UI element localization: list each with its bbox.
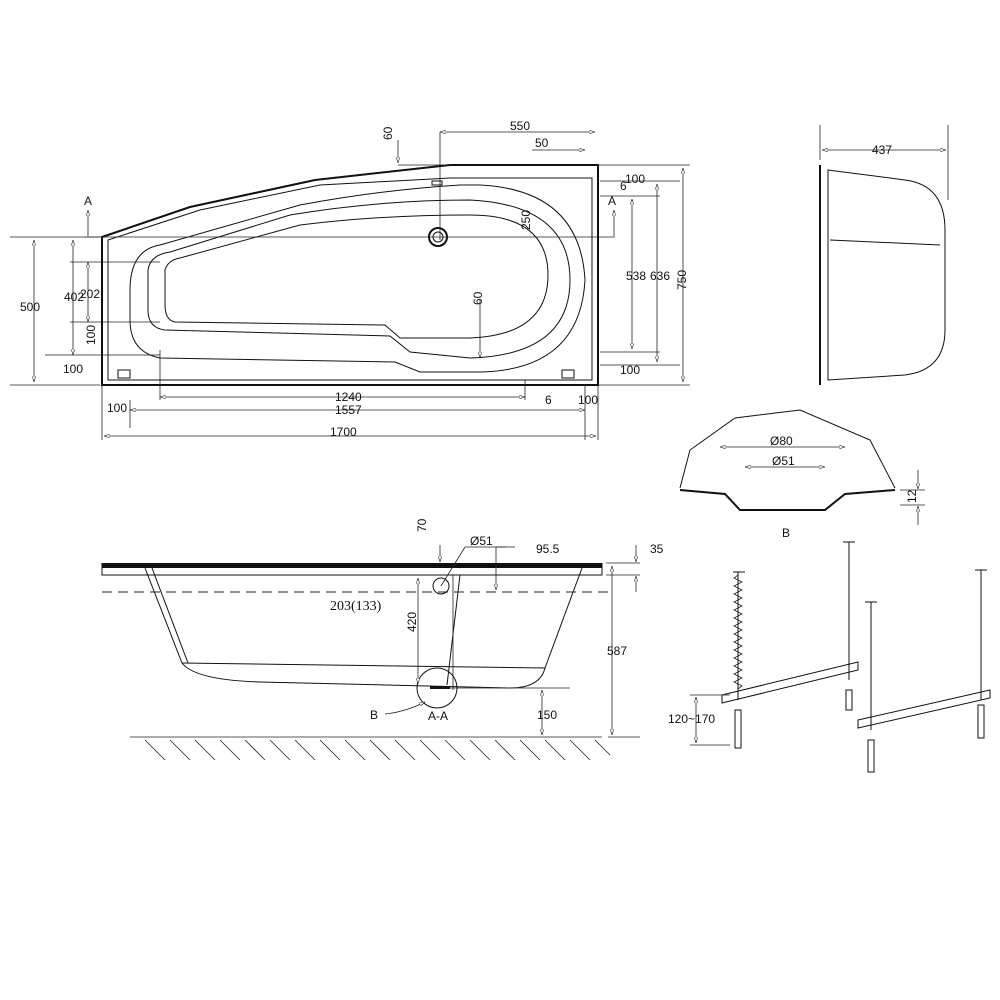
- dim-1557: 1557: [335, 403, 362, 417]
- plan-dimension-labels: 60 550 50 6 100 A A 250 538 636 750 500 …: [20, 119, 689, 439]
- dim-500: 500: [20, 300, 40, 314]
- plan-view: [10, 132, 690, 440]
- dim-50: 50: [535, 136, 549, 150]
- section-mark-a-left: A: [84, 194, 92, 208]
- dim-100-right-lower: 100: [620, 363, 640, 377]
- dim-100-bottom-left: 100: [107, 401, 127, 415]
- end-view: 437: [819, 125, 949, 385]
- dim-150: 150: [537, 708, 557, 722]
- floor-hatching: [144, 739, 611, 761]
- dim-12: 12: [905, 489, 919, 503]
- dim-120-170: 120~170: [668, 712, 715, 726]
- dim-d51: Ø51: [772, 454, 795, 468]
- dim-6: 6: [620, 179, 627, 193]
- dim-750: 750: [675, 270, 689, 290]
- dim-1240: 1240: [335, 390, 362, 404]
- detail-b: Ø80 Ø51 12 B: [679, 409, 925, 540]
- dim-550: 550: [510, 119, 530, 133]
- dim-203-133: 203(133): [330, 599, 382, 614]
- dim-587: 587: [607, 644, 627, 658]
- dim-250: 250: [519, 210, 533, 230]
- dim-100-lower: 100: [63, 362, 83, 376]
- detail-b-label: B: [782, 526, 790, 540]
- section-view: 70 Ø51 95.5 35 203(133) 420 587 150 B A-…: [101, 518, 664, 761]
- dim-60: 60: [381, 126, 395, 140]
- section-mark-a-right: A: [608, 194, 616, 208]
- dim-35: 35: [650, 542, 664, 556]
- dim-60-inner: 60: [471, 291, 485, 305]
- dim-100-bottom-right: 100: [578, 393, 598, 407]
- dim-95-5: 95.5: [536, 542, 560, 556]
- dim-100-left: 100: [84, 325, 98, 345]
- dim-6-bottom: 6: [545, 393, 552, 407]
- dim-202: 202: [80, 287, 100, 301]
- dim-100: 100: [625, 172, 645, 186]
- dim-d80: Ø80: [770, 434, 793, 448]
- dim-d51-overflow: Ø51: [470, 534, 493, 548]
- detail-b-callout: B: [370, 708, 378, 722]
- section-label-aa: A-A: [428, 709, 448, 723]
- dim-538: 538: [626, 269, 646, 283]
- dim-402: 402: [64, 290, 84, 304]
- dim-420: 420: [405, 612, 419, 632]
- dim-437: 437: [872, 143, 892, 157]
- dim-1700: 1700: [330, 425, 357, 439]
- dim-636: 636: [650, 269, 670, 283]
- support-legs: 120~170: [668, 541, 991, 773]
- dim-70: 70: [415, 518, 429, 532]
